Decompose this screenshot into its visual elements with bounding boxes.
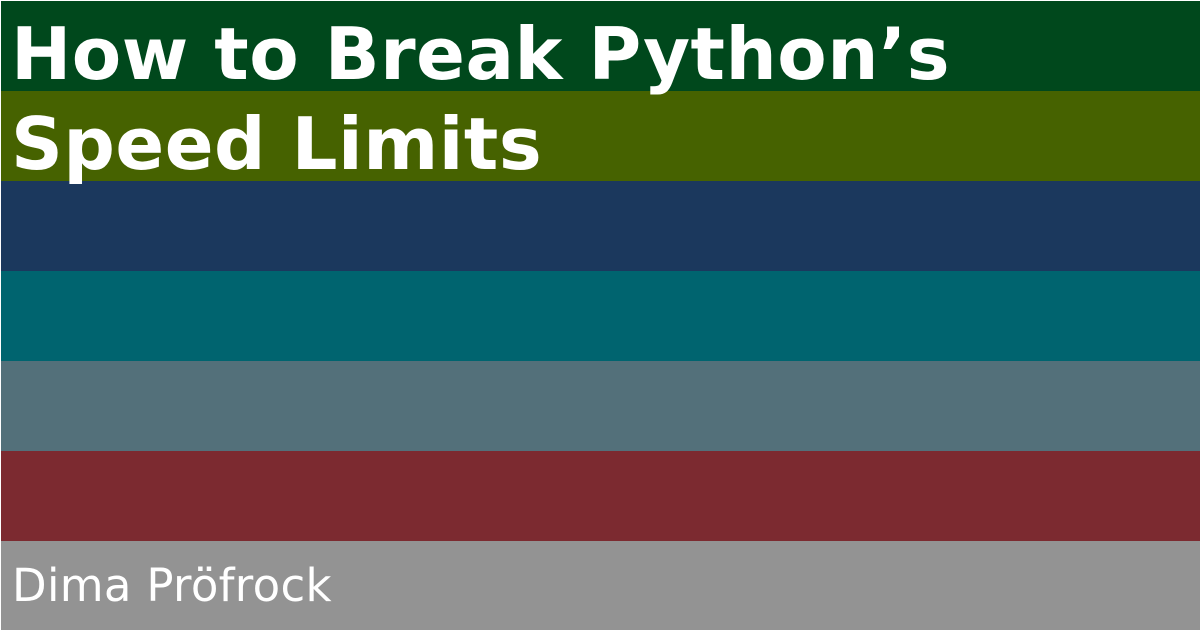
stripe-slate-gray [1,361,1200,451]
stripe-navy-blue [1,181,1200,271]
author-name: Dima Pröfrock [12,559,332,612]
stripe-olive-green [1,91,1200,181]
stripe-dark-red [1,451,1200,541]
page-title: How to Break Python’s Speed Limits [11,12,951,186]
stripe-dark-green [1,1,1200,91]
stripe-light-gray [1,541,1200,630]
stripe-teal [1,271,1200,361]
